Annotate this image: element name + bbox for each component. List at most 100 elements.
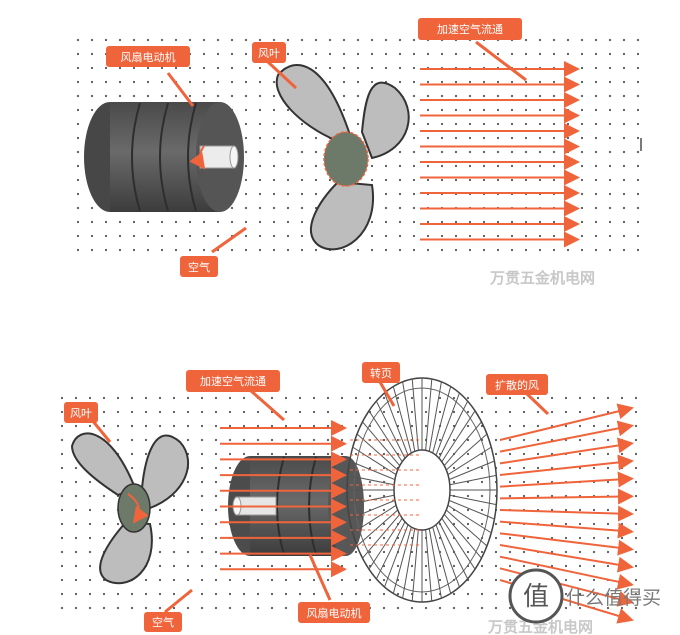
grid-dot xyxy=(228,466,232,470)
grid-dot xyxy=(270,564,274,568)
grid-dot xyxy=(300,164,304,168)
grid-dot xyxy=(256,606,260,610)
grid-dot xyxy=(494,592,498,596)
grid-dot xyxy=(146,66,150,70)
grid-dot xyxy=(286,136,290,140)
grid-dot xyxy=(312,438,316,442)
grid-dot xyxy=(536,424,540,428)
grid-dot xyxy=(60,396,64,400)
grid-dot xyxy=(216,38,220,42)
grid-dot xyxy=(116,438,120,442)
grid-dot xyxy=(510,178,514,182)
grid-dot xyxy=(440,150,444,154)
grid-dot xyxy=(552,38,556,42)
grid-dot xyxy=(244,248,248,252)
grid-dot xyxy=(508,578,512,582)
grid-dot xyxy=(356,52,360,56)
grid-dot xyxy=(258,234,262,238)
grid-dot xyxy=(536,396,540,400)
grid-dot xyxy=(466,522,470,526)
grid-dot xyxy=(314,178,318,182)
grille-spoke xyxy=(432,526,452,594)
grid-dot xyxy=(300,220,304,224)
grid-dot xyxy=(76,94,80,98)
grid-dot xyxy=(522,396,526,400)
spread-arrow xyxy=(499,505,634,522)
grid-dot xyxy=(510,150,514,154)
grille-spoke xyxy=(402,528,416,599)
grid-dot xyxy=(76,234,80,238)
grid-dot xyxy=(130,438,134,442)
grid-dot xyxy=(258,248,262,252)
grille-spoke xyxy=(375,400,406,459)
grid-dot xyxy=(524,108,528,112)
grid-dot xyxy=(256,424,260,428)
grid-dot xyxy=(592,424,596,428)
grille-spoke xyxy=(448,499,495,520)
grid-dot xyxy=(524,122,528,126)
grid-dot xyxy=(256,592,260,596)
grid-dot xyxy=(74,480,78,484)
grid-dot xyxy=(396,396,400,400)
grille-spoke xyxy=(435,392,460,456)
grid-dot xyxy=(508,606,512,610)
grid-dot xyxy=(440,80,444,84)
grille-spoke xyxy=(411,378,419,451)
grid-dot xyxy=(622,94,626,98)
grid-dot xyxy=(328,38,332,42)
grid-dot xyxy=(340,564,344,568)
grid-dot xyxy=(214,466,218,470)
grid-dot xyxy=(270,592,274,596)
grid-dot xyxy=(130,424,134,428)
grid-dot xyxy=(622,80,626,84)
grid-dot xyxy=(496,178,500,182)
grid-dot xyxy=(286,234,290,238)
grid-dot xyxy=(384,164,388,168)
grid-dot xyxy=(158,410,162,414)
grid-dot xyxy=(158,522,162,526)
grid-dot xyxy=(132,94,136,98)
grid-dot xyxy=(494,564,498,568)
grid-dot xyxy=(200,564,204,568)
grid-dot xyxy=(440,178,444,182)
grid-dot xyxy=(636,248,640,252)
grid-dot xyxy=(566,234,570,238)
grid-dot xyxy=(186,396,190,400)
grid-dot xyxy=(496,220,500,224)
grid-dot xyxy=(144,438,148,442)
grid-dot xyxy=(228,578,232,582)
grid-dot xyxy=(594,220,598,224)
grid-dot xyxy=(342,66,346,70)
grid-dot xyxy=(622,52,626,56)
airflow-pointer-bottom xyxy=(249,388,285,422)
grid-dot xyxy=(200,438,204,442)
grid-dot xyxy=(580,136,584,140)
grid-dot xyxy=(272,122,276,126)
grid-dot xyxy=(454,94,458,98)
grille-spoke xyxy=(368,518,403,570)
grid-dot xyxy=(270,438,274,442)
grid-dot xyxy=(172,396,176,400)
grid-dot xyxy=(272,38,276,42)
grid-dot xyxy=(356,80,360,84)
grid-dot xyxy=(468,234,472,238)
grid-dot xyxy=(258,150,262,154)
grid-dot xyxy=(550,410,554,414)
grid-dot xyxy=(620,522,624,526)
grid-dot xyxy=(200,508,204,512)
grid-dot xyxy=(592,438,596,442)
grid-dot xyxy=(158,578,162,582)
grid-dot xyxy=(412,248,416,252)
grid-dot xyxy=(76,52,80,56)
grid-dot xyxy=(636,108,640,112)
grid-dot xyxy=(258,220,262,224)
grid-dot xyxy=(200,424,204,428)
grid-dot xyxy=(510,94,514,98)
grid-dot xyxy=(578,522,582,526)
grid-dot xyxy=(90,234,94,238)
grid-dot xyxy=(426,150,430,154)
grid-dot xyxy=(454,52,458,56)
grid-dot xyxy=(356,248,360,252)
grid-dot xyxy=(634,424,638,428)
grid-dot xyxy=(368,480,372,484)
